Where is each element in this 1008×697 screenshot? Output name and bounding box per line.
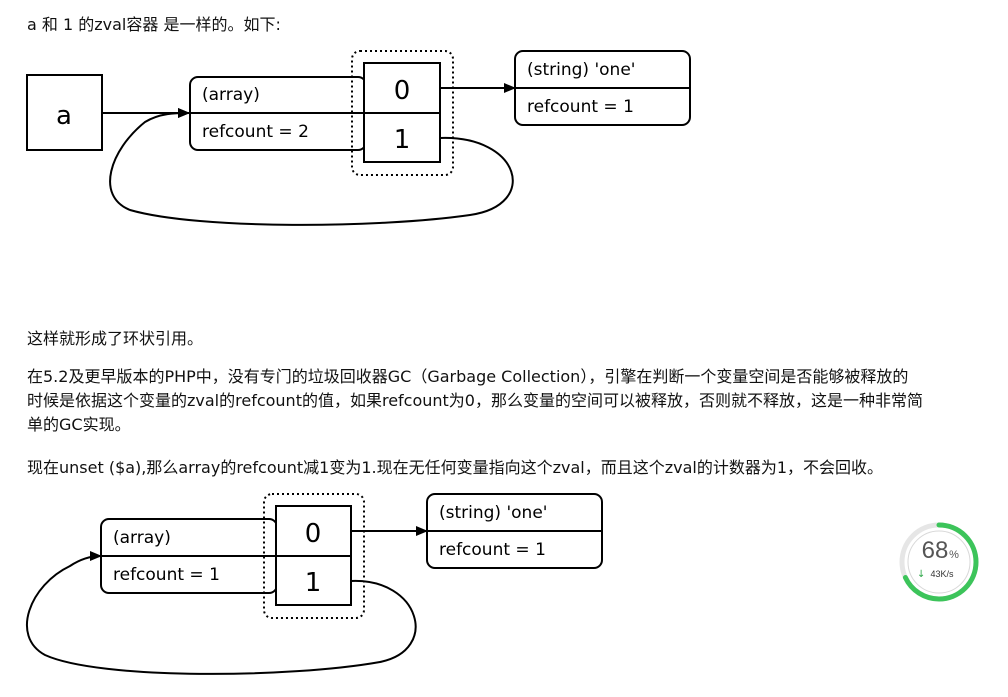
array-type-label: (array) xyxy=(202,85,260,105)
array-refcount-label: refcount = 1 xyxy=(113,565,220,585)
key-1-label: 1 xyxy=(305,568,322,598)
array-type-label: (array) xyxy=(113,528,171,548)
circular-reference-arrow xyxy=(26,551,417,675)
variable-box xyxy=(26,74,103,151)
gc-line-3: 单的GC实现。 xyxy=(27,415,131,434)
network-speed-widget[interactable]: 68 % ↓ 43K/s xyxy=(898,521,980,603)
string-refcount-label: refcount = 1 xyxy=(527,97,634,117)
string-type-label: (string) 'one' xyxy=(439,503,547,523)
circular-reference-arrow xyxy=(109,108,514,226)
diagram-refcount-1: (array) refcount = 1 0 1 (string) 'one' … xyxy=(26,493,603,675)
gc-line-2: 时候是依据这个变量的zval的refcount的值，如果refcount为0，那… xyxy=(27,391,923,410)
download-arrow-icon: ↓ xyxy=(917,569,925,580)
speed-percent: 68 xyxy=(922,537,949,564)
diagram-refcount-2: a (array) refcount = 2 0 1 (string) 'one… xyxy=(26,50,691,226)
gc-line-1: 在5.2及更早版本的PHP中，没有专门的垃圾回收器GC（Garbage Coll… xyxy=(27,367,909,386)
hashtable-outline xyxy=(351,50,454,176)
intro-text: a 和 1 的zval容器 是一样的。如下: xyxy=(27,15,281,34)
progress-ring: 68 % ↓ 43K/s xyxy=(899,522,979,602)
string-type-label: (string) 'one' xyxy=(527,60,635,80)
key-cell-1 xyxy=(363,112,441,163)
key-0-label: 0 xyxy=(305,519,322,549)
variable-label: a xyxy=(56,101,72,131)
hashtable-outline xyxy=(263,493,365,619)
unset-text: 现在unset ($a),那么array的refcount减1变为1.现在无任何… xyxy=(27,458,884,477)
gc-explanation: 在5.2及更早版本的PHP中，没有专门的垃圾回收器GC（Garbage Coll… xyxy=(27,365,1002,437)
array-refcount-label: refcount = 2 xyxy=(202,122,309,142)
key-cell-1 xyxy=(275,555,352,606)
string-refcount-label: refcount = 1 xyxy=(439,540,546,560)
speed-percent-sign: % xyxy=(949,549,959,561)
key-0-label: 0 xyxy=(394,76,411,106)
key-1-label: 1 xyxy=(394,125,411,155)
circular-text: 这样就形成了环状引用。 xyxy=(27,329,204,348)
download-speed: 43K/s xyxy=(930,569,954,579)
